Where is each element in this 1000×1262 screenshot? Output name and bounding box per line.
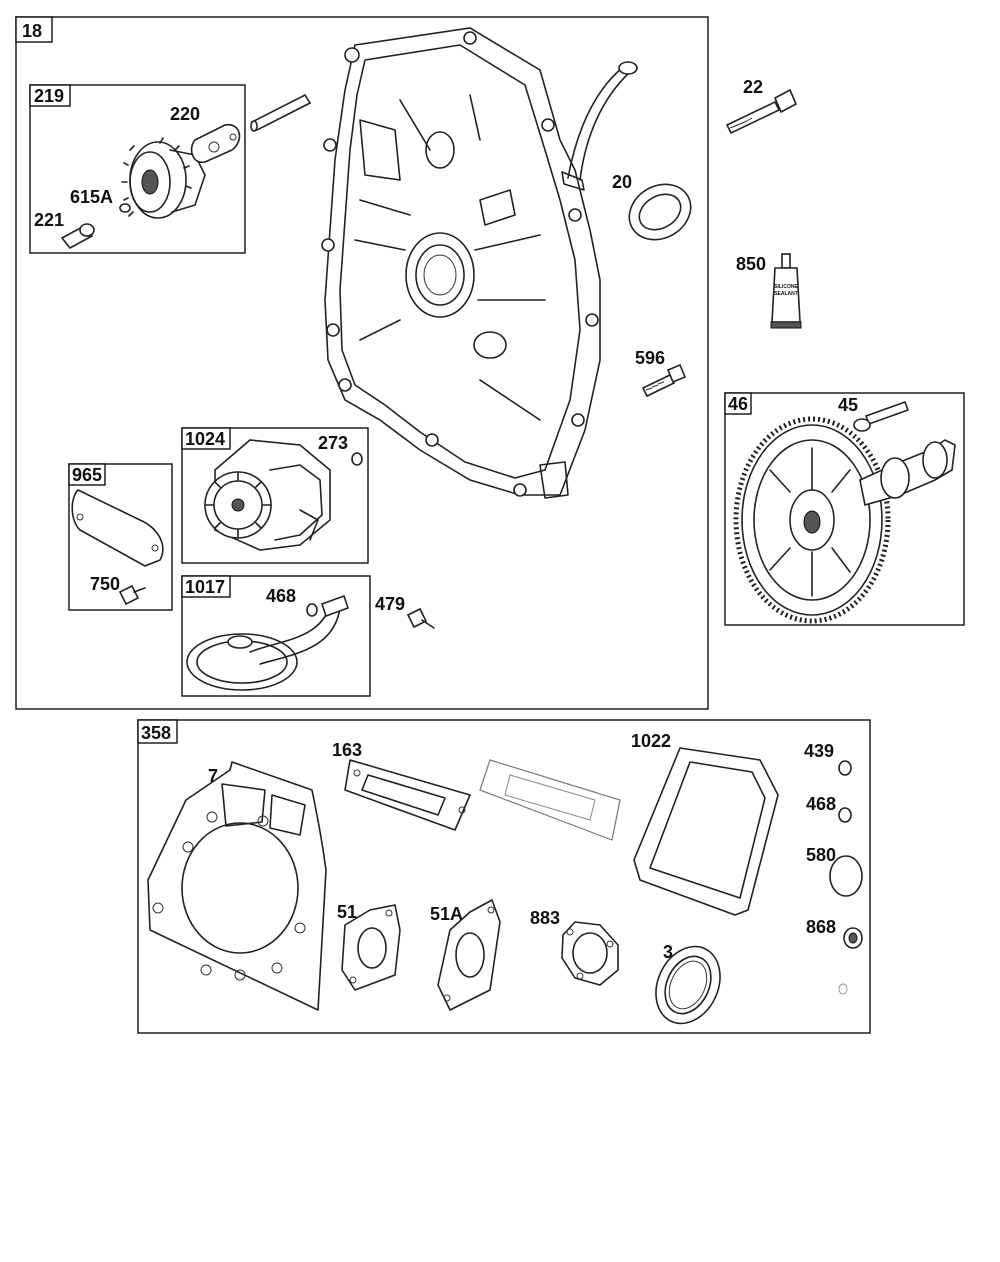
part-868-seal — [843, 927, 863, 949]
governor-gear — [121, 137, 206, 219]
group-1017-tag — [181, 575, 231, 598]
part-468a-label: 468 — [266, 586, 296, 606]
camshaft-gear — [733, 416, 956, 624]
part-750-bolt — [118, 584, 146, 606]
part-1022-gasket — [633, 747, 779, 916]
group-18-label: 18 — [22, 21, 42, 41]
part-7-label: 7 — [208, 766, 218, 786]
crankcase-cover — [321, 27, 638, 499]
part-51-gasket — [341, 904, 401, 991]
group-219-tag — [29, 84, 71, 107]
part-750-label: 750 — [90, 574, 120, 594]
part-850-label: 850 — [736, 254, 766, 274]
part-163-gasket — [344, 759, 471, 831]
part-468b-label: 468 — [806, 794, 836, 814]
part-22-label: 22 — [743, 77, 763, 97]
part-20-seal — [628, 183, 692, 241]
group-358-label: 358 — [141, 723, 171, 743]
governor-crank — [190, 124, 241, 164]
part-615A-label: 615A — [70, 187, 113, 207]
part-596-bolt — [641, 363, 687, 398]
group-1024-label: 1024 — [185, 429, 225, 449]
part-51A-label: 51A — [430, 904, 463, 924]
part-596-label: 596 — [635, 348, 665, 368]
group-46-frame — [724, 392, 965, 626]
part-20-label: 20 — [612, 172, 632, 192]
group-358-tag — [137, 719, 178, 744]
part-615A-ring — [119, 203, 131, 213]
part-221-label: 221 — [34, 210, 64, 230]
part-3-label: 3 — [663, 942, 673, 962]
group-1017-frame — [181, 575, 371, 697]
part-479-label: 479 — [375, 594, 405, 614]
part-580-oring — [829, 855, 863, 897]
part-1022-label: 1022 — [631, 731, 671, 751]
group-1017-label: 1017 — [185, 577, 225, 597]
part-479-bolt — [406, 607, 435, 629]
group-46-tag — [724, 392, 752, 415]
part-51A-gasket — [437, 899, 501, 1011]
part-883-label: 883 — [530, 908, 560, 928]
group-965-label: 965 — [72, 465, 102, 485]
oil-pump-assembly — [204, 439, 331, 551]
part-273-ring — [351, 452, 363, 466]
group-18-tag — [15, 16, 53, 43]
part-439-ring — [838, 760, 852, 776]
group-219-label: 219 — [34, 86, 64, 106]
part-7-head-gasket — [147, 761, 327, 1011]
group-1024-tag — [181, 427, 231, 450]
part-439-label: 439 — [804, 741, 834, 761]
part-45-label: 45 — [838, 395, 858, 415]
governor-shaft-pin — [250, 93, 312, 132]
sealant-text-1: SILICONE — [774, 284, 798, 290]
part-965-gasket — [71, 489, 164, 567]
part-221-shaft — [60, 223, 95, 250]
part-45-pin — [853, 400, 910, 432]
part-850-sealant-tube: SILICONE SEALANT — [770, 253, 802, 329]
part-22-bolt — [725, 88, 798, 135]
oil-pickup-tube — [186, 594, 350, 691]
part-468a-ring — [306, 603, 318, 617]
part-868-label: 868 — [806, 917, 836, 937]
part-468b-ring — [838, 807, 852, 823]
group-46-label: 46 — [728, 394, 748, 414]
group-18-frame — [15, 16, 709, 710]
part-3-seal — [655, 945, 721, 1025]
small-ring-ghost — [838, 983, 848, 995]
sealant-text-2: SEALANT — [774, 291, 798, 297]
group-358-frame — [137, 719, 871, 1034]
gasket-ghost — [479, 759, 621, 841]
part-883-gasket — [561, 921, 619, 986]
part-580-label: 580 — [806, 845, 836, 865]
part-273-label: 273 — [318, 433, 348, 453]
group-965-tag — [68, 463, 106, 486]
group-219-frame — [29, 84, 246, 254]
group-965-frame — [68, 463, 173, 611]
part-163-label: 163 — [332, 740, 362, 760]
part-51-label: 51 — [337, 902, 357, 922]
part-220-label: 220 — [170, 104, 200, 124]
group-1024-frame — [181, 427, 369, 564]
